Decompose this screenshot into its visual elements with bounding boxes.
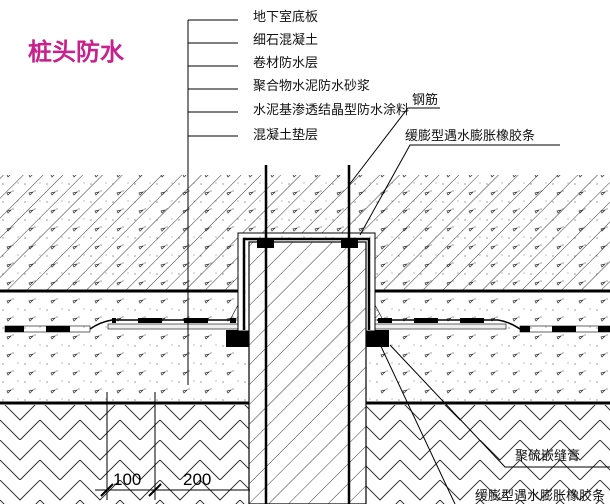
sealant-right [366,330,389,347]
membrane-layer [4,318,610,333]
layer-label: 水泥基渗透结晶型防水涂料 [253,102,409,118]
layer-label: 细石混凝土 [253,32,318,48]
layer-label: 地下室底板 [253,9,318,25]
callout-swell-strip-top: 缓膨型遇水膨胀橡胶条 [405,128,535,144]
sealant-left [226,330,249,347]
callout-sealant: 聚硫嵌缝膏 [515,448,580,464]
dimension-line [95,483,250,497]
layer-label: 混凝土垫层 [253,127,318,143]
callout-swell-strip-bottom: 缓膨型遇水膨胀橡胶条 [475,488,605,504]
layer-label: 聚合物水泥防水砂浆 [253,78,370,94]
layer-label: 卷材防水层 [253,55,318,71]
diagram-title: 桩头防水 [28,38,125,66]
coating-layer [242,237,371,330]
layer-leader [187,19,238,385]
callout-leaders [106,107,610,504]
dimension-200: 200 [183,470,211,489]
dimension-100: 100 [113,470,141,489]
callout-rebar: 钢筋 [412,92,438,108]
